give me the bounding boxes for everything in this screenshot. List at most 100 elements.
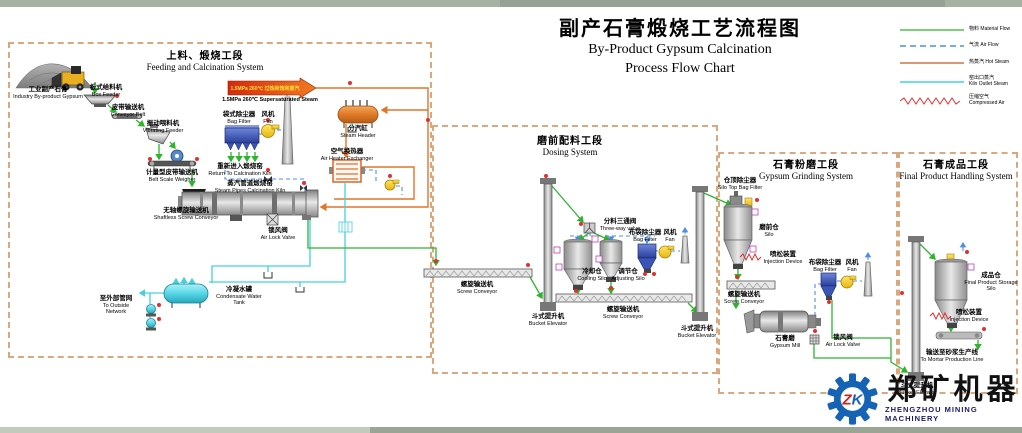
- page-title-en1: By-Product Gypsum Calcination: [588, 42, 772, 57]
- svg-text:ZK: ZK: [841, 391, 863, 408]
- page-title-zh: 副产石膏煅烧工艺流程图: [559, 18, 801, 40]
- bucket-elevator-shape-2: [692, 186, 708, 321]
- legend-line-kiln-steam: [900, 81, 964, 83]
- radiator-shape: [338, 221, 353, 233]
- legend-line-steam: [900, 62, 964, 64]
- legend-material: 物料 Material Flow: [898, 26, 1010, 34]
- box-feeder-shape: [83, 94, 117, 107]
- product-silo-shape: [934, 253, 968, 328]
- calcination-kiln-shape: [178, 189, 319, 221]
- injection-device-icon-2: [929, 311, 952, 321]
- section-title-grinding: 石膏粉磨工段 Gypsum Grinding System: [758, 160, 853, 181]
- drain-symbols: [263, 127, 357, 293]
- legend-line-compressed-air: [899, 96, 961, 105]
- cooling-silo-shape: [563, 238, 593, 290]
- compressed-air-valve-points: [115, 81, 986, 333]
- bag-filter-shape: [224, 125, 260, 151]
- material-flow-lines: [91, 82, 982, 373]
- section-title-feeding: 上料、煅烧工段 Feeding and Calcination System: [146, 51, 264, 72]
- chimney-shape: [281, 96, 294, 165]
- bottom-edge-bar-dark: [370, 427, 1022, 433]
- belt-scale-shape: [147, 160, 197, 171]
- three-way-valve-shape: [583, 222, 596, 234]
- top-edge-bar-dark: [500, 0, 945, 7]
- level-indicator-icons: [553, 208, 975, 271]
- conveyor-belt-shape: [111, 113, 143, 119]
- vibrating-feeder-shape: [145, 124, 171, 145]
- bag-filter-shape-dosing: [637, 243, 657, 273]
- logo-name-zh: 郑矿机器: [887, 373, 1020, 406]
- mill-silo-shape: [723, 203, 753, 269]
- screw-conveyor-shape: [423, 268, 533, 278]
- kiln-outlet-steam-lines: [138, 123, 353, 318]
- product-belt-shape: [935, 331, 983, 340]
- condensate-tank-shape: [163, 283, 209, 308]
- fan-shape: [261, 124, 280, 138]
- section-box-final: [898, 152, 1018, 394]
- air-lock-valve-shape: [266, 213, 279, 226]
- chimney-shape-grinding: [863, 261, 873, 297]
- steam-banner-label-zh: 1.5MPa 260℃ 过热和饱和蒸汽: [230, 85, 300, 92]
- logo-name-en: ZHENGZHOU MINING MACHINERY: [885, 405, 978, 424]
- gear-logo-icon: ZK: [827, 373, 878, 425]
- steam-banner-shape: [227, 77, 317, 99]
- screw-conveyor-shape-3: [726, 280, 776, 290]
- page-title-en2: Process Flow Chart: [625, 60, 735, 76]
- section-box-dosing: [432, 125, 718, 374]
- page-title: 副产石膏煅烧工艺流程图 By-Product Gypsum Calcinatio…: [520, 12, 840, 79]
- legend-line-material: [900, 29, 964, 31]
- bucket-elevator-shape-3: [908, 236, 924, 381]
- injection-device-icon: [739, 252, 762, 262]
- steam-header-shape: [337, 100, 379, 128]
- fan-shape-grinding: [840, 275, 857, 289]
- legend-line-air: [900, 45, 964, 47]
- chimney-shape-dosing: [680, 235, 690, 264]
- section-title-final: 石膏成品工段 Final Product Handling System: [899, 160, 1013, 181]
- section-box-feeding: [8, 42, 432, 358]
- air-lock-valve-shape-2: [809, 334, 820, 345]
- duct-valve-icon: [264, 176, 307, 191]
- bag-filter-shape-grinding: [820, 272, 837, 300]
- fan-shape-2: [384, 179, 400, 191]
- legend-air-flow: 气流 Air Flow: [898, 42, 998, 50]
- section-box-grinding: [718, 152, 898, 394]
- steam-banner-label-en: 1.5MPa 260℃ Supersaturated Steam: [222, 97, 318, 103]
- air-heater-exchanger-shape: [329, 159, 365, 183]
- pump-icon: [146, 304, 156, 331]
